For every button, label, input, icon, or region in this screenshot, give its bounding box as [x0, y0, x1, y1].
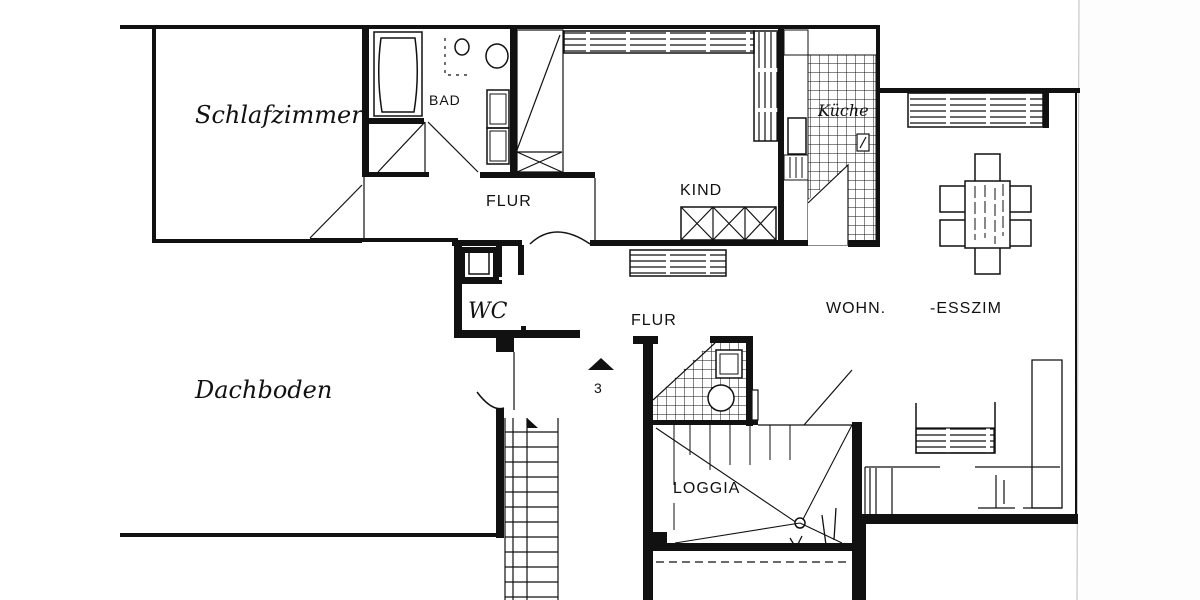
utility-closet [652, 342, 759, 425]
bathroom-fixtures [373, 31, 510, 173]
walls [120, 25, 1080, 600]
toilet-icon [485, 43, 509, 69]
room-label-kueche: Küche [817, 101, 869, 120]
sideboard [907, 92, 1044, 128]
loggia [655, 369, 853, 563]
chairs-icon [939, 153, 1032, 275]
shaft [516, 29, 564, 173]
room-label-dachboden: Dachboden [194, 376, 332, 404]
room-label-loggia: LOGGIA [673, 480, 740, 497]
stair-marker: 3 [588, 358, 614, 396]
stair-number: 3 [594, 380, 603, 396]
page-margin [1080, 0, 1200, 600]
wc-fixtures [459, 247, 502, 284]
room-label-esszim: -ESSZIM [930, 300, 1002, 317]
room-label-schlafzimmer: Schlafzimmer [195, 101, 364, 129]
living-dining-furniture [864, 92, 1063, 514]
room-label-kind: KIND [680, 182, 722, 199]
sink-icon [454, 38, 470, 56]
door-arc-icon [529, 231, 591, 245]
attic-door-arc [476, 391, 505, 410]
room-label-flur-lower: FLUR [631, 312, 677, 329]
kitchen [783, 29, 877, 246]
up-triangle-icon [588, 358, 614, 370]
bedroom-door [309, 177, 365, 240]
room-label-bad: BAD [429, 92, 461, 108]
bathtub-icon [377, 37, 419, 113]
staircase [504, 418, 559, 600]
kind-furniture [563, 30, 779, 277]
room-label-flur-upper: FLUR [486, 193, 532, 210]
dining-table-icon [964, 180, 1011, 249]
room-label-wc: WC [468, 299, 508, 324]
room-labels: Schlafzimmer BAD FLUR KIND Küche WOHN. -… [194, 92, 1002, 497]
page-edge [1076, 0, 1080, 600]
room-label-wohn: WOHN. [826, 300, 886, 317]
